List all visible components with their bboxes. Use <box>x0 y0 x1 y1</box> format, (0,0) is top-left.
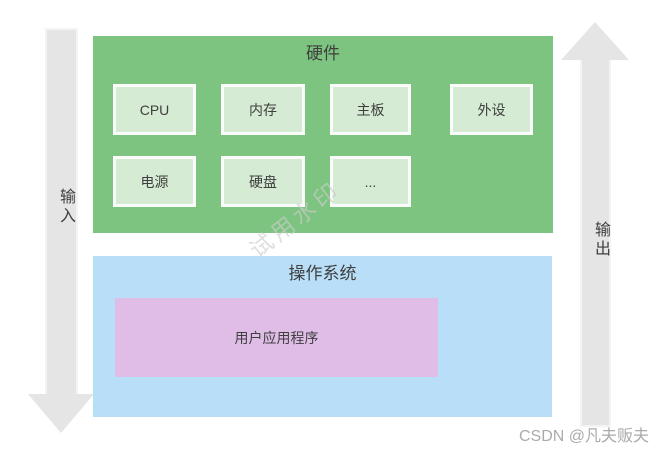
input-arrow-label: 输入 <box>57 188 74 226</box>
os-layer-title: 操作系统 <box>288 264 357 283</box>
output-arrow-shaft <box>582 59 609 425</box>
hardware-item-peripherals: 外设 <box>450 84 533 135</box>
input-arrow-down-icon <box>28 394 94 433</box>
input-arrow-shaft <box>47 30 76 395</box>
hardware-item-ellipsis: ... <box>330 156 411 207</box>
user-application-box: 用户应用程序 <box>115 298 438 377</box>
hardware-layer-box: 硬件 CPU 内存 主板 外设 电源 硬盘 ... <box>93 36 553 233</box>
os-layer-box: 操作系统 用户应用程序 <box>93 256 552 417</box>
output-arrow-up-icon <box>561 22 629 60</box>
output-arrow-label: 输出 <box>592 221 609 259</box>
hardware-item-mainboard: 主板 <box>330 84 411 135</box>
hardware-item-cpu: CPU <box>113 84 196 135</box>
hardware-layer-title: 硬件 <box>306 44 340 63</box>
hardware-item-power: 电源 <box>113 156 196 207</box>
csdn-credit-watermark: CSDN @凡夫贩夫 <box>518 428 649 445</box>
hardware-item-memory: 内存 <box>221 84 305 135</box>
hardware-item-disk: 硬盘 <box>221 156 305 207</box>
